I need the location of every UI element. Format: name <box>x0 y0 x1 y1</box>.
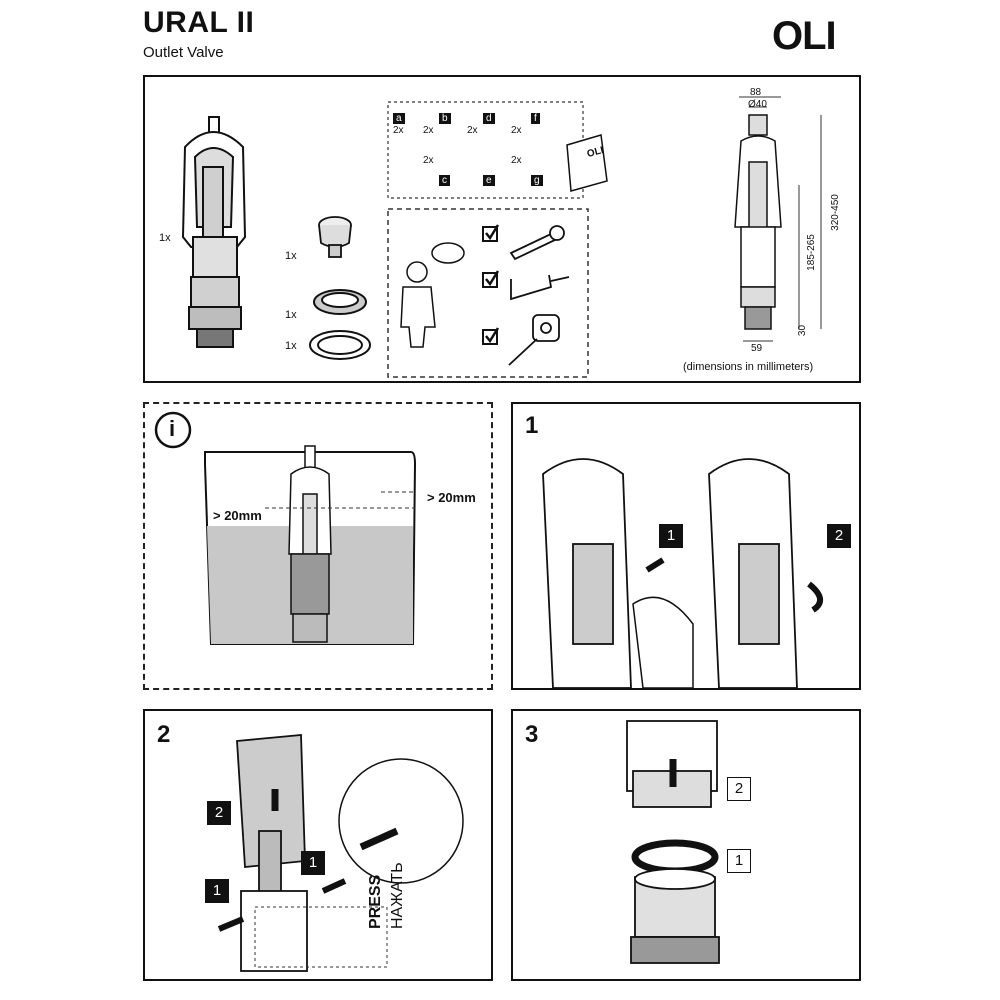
part-letter-a: a <box>393 113 405 124</box>
step1-valve-right <box>708 458 798 688</box>
step3-illustration <box>626 720 720 964</box>
part-qty-g: 2x <box>511 155 522 166</box>
step2-valve-body <box>236 734 308 972</box>
step1-badge-1: 1 <box>659 524 683 548</box>
part-qty-a: 2x <box>393 125 404 136</box>
dim-base-width: 59 <box>751 343 763 354</box>
step1-arrow-1 <box>645 557 665 573</box>
button-qty: 1x <box>285 250 297 262</box>
part-qty-c: 2x <box>423 155 434 166</box>
step1-number: 1 <box>525 412 539 439</box>
dim-bottom: 30 <box>797 324 809 337</box>
tools-box <box>387 208 589 378</box>
part-letter-e: e <box>483 175 495 186</box>
step2-panel: 2 2 1 1 PRESS НАЖАТЬ <box>143 709 493 981</box>
dim-mid-range: 185-265 <box>805 234 817 271</box>
document-subtitle: Outlet Valve <box>143 44 224 61</box>
manual-drawing <box>566 134 608 192</box>
part-letter-c: c <box>439 175 450 186</box>
dimension-lines <box>739 96 822 342</box>
step2-illustration <box>217 734 464 972</box>
info-illustration <box>154 411 417 645</box>
part-letter-g: g <box>531 175 543 186</box>
info-icon: i <box>169 416 176 441</box>
step3-ring <box>630 868 720 964</box>
step1-illustration <box>542 458 823 688</box>
document-title: URAL II <box>143 6 255 39</box>
gasket-drawing <box>309 330 371 360</box>
part-qty-d: 2x <box>467 125 478 136</box>
flush-button-drawing <box>318 216 352 258</box>
step1-badge-2: 2 <box>827 524 851 548</box>
press-label-ru: НАЖАТЬ <box>389 862 406 929</box>
brand-logo: OLI <box>772 14 837 58</box>
step1-valve-left <box>542 458 632 688</box>
part-letter-f: f <box>531 113 540 124</box>
wrench-drawing <box>509 225 565 261</box>
dim-width-top: 88 <box>750 87 762 98</box>
person-drawing <box>400 242 465 348</box>
part-qty-b: 2x <box>423 125 434 136</box>
press-zone <box>254 906 388 968</box>
ring-qty: 1x <box>285 309 297 321</box>
step3-badge-2: 2 <box>727 777 751 801</box>
info-valve <box>288 445 332 643</box>
step2-badge-right: 1 <box>301 851 325 875</box>
detail-circle <box>338 758 464 884</box>
dimension-drawing <box>734 114 782 330</box>
dim-height-range: 320-450 <box>829 194 841 231</box>
min-gap-left: > 20mm <box>213 508 262 523</box>
check-icons <box>482 224 500 345</box>
dim-diameter: Ø40 <box>748 99 767 110</box>
press-label-en: PRESS <box>367 874 384 929</box>
part-letter-d: d <box>483 113 495 124</box>
info-circle <box>154 411 192 449</box>
part-letter-b: b <box>439 113 451 124</box>
contents-illustration <box>181 96 822 378</box>
outlet-valve-drawing <box>181 116 247 348</box>
contents-panel: 1x 1x 1x 1x a 2x b 2x c 2x d 2x e f 2x g… <box>143 75 861 383</box>
detail-arrow <box>359 827 399 851</box>
hand-drawing <box>632 596 694 688</box>
tape-measure-drawing <box>508 314 560 366</box>
step2-arrow-left <box>217 916 245 932</box>
info-panel: i > 20mm > 20mm <box>143 402 493 690</box>
step3-number: 3 <box>525 721 539 748</box>
gasket-qty: 1x <box>285 340 297 352</box>
step2-arrow-right <box>321 878 347 894</box>
step2-badge-top: 2 <box>207 801 231 825</box>
min-gap-right: > 20mm <box>427 490 476 505</box>
part-qty-f: 2x <box>511 125 522 136</box>
step3-panel: 3 2 1 <box>511 709 861 981</box>
main-valve-qty: 1x <box>159 232 171 244</box>
saw-drawing <box>510 274 570 301</box>
step2-badge-left: 1 <box>205 879 229 903</box>
nut-ring-drawing <box>313 289 367 315</box>
step3-badge-1: 1 <box>727 849 751 873</box>
dimensions-note: (dimensions in millimeters) <box>683 361 814 373</box>
step3-rotate-arrow <box>631 839 719 875</box>
step1-arrow-2 <box>807 581 823 613</box>
step1-panel: 1 1 2 <box>511 402 861 690</box>
step2-number: 2 <box>157 721 171 748</box>
